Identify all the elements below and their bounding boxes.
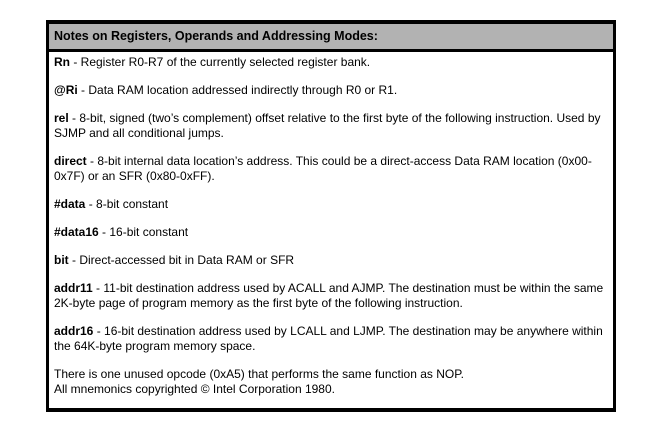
note-definition: - Register R0-R7 of the currently select… [70, 55, 371, 69]
note-item-bit: bit - Direct-accessed bit in Data RAM or… [54, 253, 612, 268]
note-term: Rn [54, 55, 70, 69]
note-definition: - 16-bit constant [98, 225, 189, 239]
note-definition: - Data RAM location addressed indirectly… [77, 83, 398, 97]
note-item-ri: @Ri - Data RAM location addressed indire… [54, 83, 612, 98]
note-term: addr16 [54, 324, 94, 338]
notes-list: Rn - Register R0-R7 of the currently sel… [49, 52, 613, 397]
note-term: #data16 [54, 225, 99, 239]
note-term: rel [54, 111, 69, 125]
note-term: @Ri [54, 83, 78, 97]
note-term: addr11 [54, 281, 93, 295]
note-definition: - 8-bit, signed (two’s complement) offse… [54, 111, 601, 140]
note-term: #data [54, 197, 86, 211]
note-item-footer: There is one unused opcode (0xA5) that p… [54, 367, 612, 397]
note-definition: - 11-bit destination address used by ACA… [54, 281, 604, 310]
note-definition: - 16-bit destination address used by LCA… [54, 324, 603, 353]
note-item-addr16: addr16 - 16-bit destination address used… [54, 324, 612, 354]
note-item-data16: #data16 - 16-bit constant [54, 225, 612, 240]
note-term: bit [54, 253, 69, 267]
note-item-direct: direct - 8-bit internal data location’s … [54, 154, 612, 184]
note-term: direct [54, 154, 87, 168]
notes-panel-title: Notes on Registers, Operands and Address… [49, 24, 613, 52]
note-item-rel: rel - 8-bit, signed (two’s complement) o… [54, 111, 612, 141]
note-definition: - 8-bit internal data location’s address… [54, 154, 592, 183]
note-item-rn: Rn - Register R0-R7 of the currently sel… [54, 55, 612, 70]
note-definition: - 8-bit constant [85, 197, 169, 211]
note-item-data: #data - 8-bit constant [54, 197, 612, 212]
note-definition: - Direct-accessed bit in Data RAM or SFR [68, 253, 295, 267]
notes-panel: Notes on Registers, Operands and Address… [46, 20, 616, 412]
note-definition: There is one unused opcode (0xA5) that p… [54, 367, 465, 396]
note-item-addr11: addr11 - 11-bit destination address used… [54, 281, 612, 311]
